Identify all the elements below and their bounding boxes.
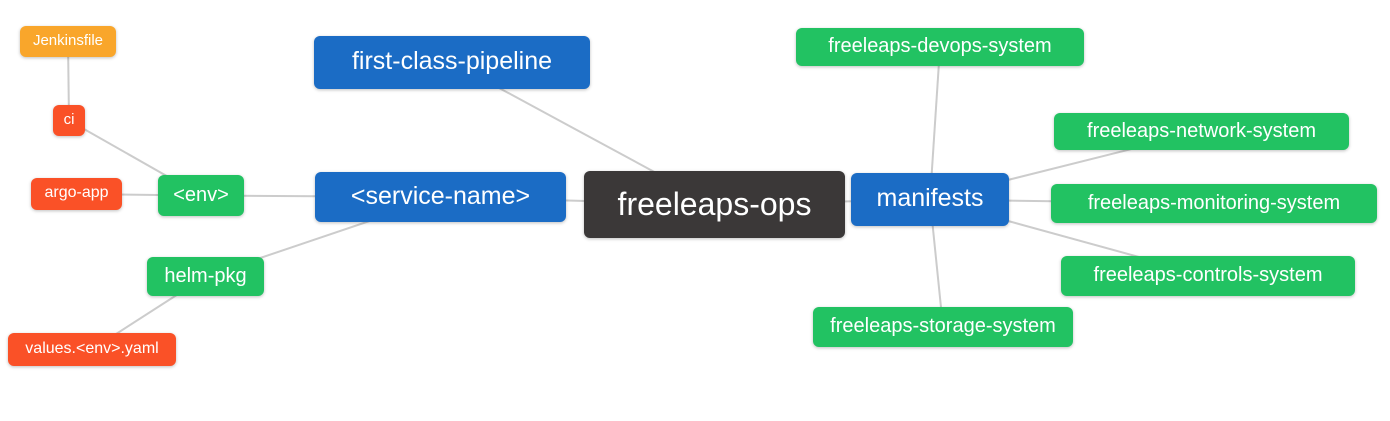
node-jenkinsfile[interactable]: Jenkinsfile <box>20 26 116 57</box>
node-label: <env> <box>173 183 229 206</box>
node-monitoring-system[interactable]: freeleaps-monitoring-system <box>1051 184 1377 223</box>
node-label: freeleaps-monitoring-system <box>1087 191 1341 214</box>
node-label: values.<env>.yaml <box>25 339 159 357</box>
node-label: first-class-pipeline <box>351 47 553 75</box>
node-label: ci <box>63 111 75 128</box>
node-label: Jenkinsfile <box>32 32 104 49</box>
node-label: freeleaps-network-system <box>1087 119 1316 142</box>
node-env[interactable]: <env> <box>158 175 244 216</box>
node-label: freeleaps-devops-system <box>828 35 1052 57</box>
node-label: <service-name> <box>350 181 531 210</box>
node-manifests[interactable]: manifests <box>851 173 1009 226</box>
node-ci[interactable]: ci <box>53 105 85 136</box>
node-service-name[interactable]: <service-name> <box>315 172 566 222</box>
node-first-class-pipeline[interactable]: first-class-pipeline <box>314 36 590 89</box>
node-label: argo-app <box>44 184 109 201</box>
node-label: freeleaps-ops <box>617 185 812 222</box>
node-network-system[interactable]: freeleaps-network-system <box>1054 113 1349 150</box>
node-label: freeleaps-controls-system <box>1093 264 1323 286</box>
node-storage-system[interactable]: freeleaps-storage-system <box>813 307 1073 347</box>
node-helm-pkg[interactable]: helm-pkg <box>147 257 264 296</box>
node-label: manifests <box>876 184 984 212</box>
node-freeleaps-ops[interactable]: freeleaps-ops <box>584 171 845 238</box>
node-argo-app[interactable]: argo-app <box>31 178 122 210</box>
node-devops-system[interactable]: freeleaps-devops-system <box>796 28 1084 66</box>
node-label: freeleaps-storage-system <box>830 315 1056 337</box>
node-values-env-yaml[interactable]: values.<env>.yaml <box>8 333 176 366</box>
node-controls-system[interactable]: freeleaps-controls-system <box>1061 256 1355 296</box>
node-label: helm-pkg <box>164 264 247 287</box>
